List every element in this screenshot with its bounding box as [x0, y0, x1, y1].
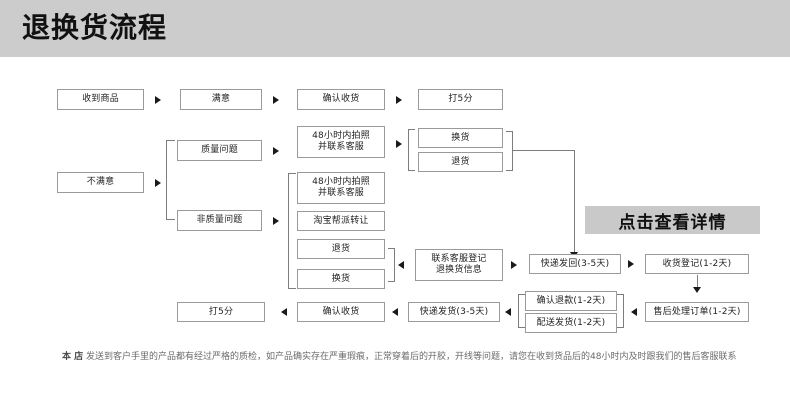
footer-note-text: 发送到客户手里的产品都有经过严格的质检，如产品确实存在严重瑕痕，正常穿着后的开胶…: [83, 352, 737, 362]
exchange-return-bracket: [408, 129, 415, 171]
arrow-right-icon: [155, 179, 161, 187]
connector-line: [697, 275, 698, 288]
arrow-right-icon: [511, 261, 517, 269]
arrow-left-icon: [631, 308, 637, 316]
nonquality-merge-bracket: [388, 248, 395, 282]
refund-delivery-merge-bracket: [518, 294, 525, 328]
node-non-quality-issue[interactable]: 非质量问题: [177, 210, 262, 231]
arrow-right-icon: [628, 260, 634, 268]
node-receipt-registration[interactable]: 收货登记(1-2天): [645, 254, 749, 274]
arrow-left-icon: [505, 308, 511, 316]
node-rate-five-top[interactable]: 打5分: [418, 89, 503, 110]
header-band: [0, 0, 790, 57]
node-after-sales-order[interactable]: 售后处理订单(1-2天): [645, 302, 749, 322]
arrow-right-icon: [273, 96, 279, 104]
node-received-goods[interactable]: 收到商品: [57, 89, 144, 110]
node-dissatisfied[interactable]: 不满意: [57, 172, 144, 193]
node-confirm-refund[interactable]: 确认退款(1-2天): [525, 291, 617, 311]
arrow-left-icon: [392, 308, 398, 316]
footer-note-lead: 本 店: [62, 352, 84, 362]
node-taobao-group-transfer[interactable]: 淘宝帮派转让: [297, 211, 385, 231]
node-satisfied[interactable]: 满意: [180, 89, 262, 110]
node-rate-five-bottom[interactable]: 打5分: [177, 302, 265, 322]
connector-line: [574, 150, 575, 253]
arrow-right-icon: [273, 147, 279, 155]
connector-line: [512, 150, 574, 151]
node-return-quality[interactable]: 退货: [418, 152, 503, 172]
node-photo-contact-service-nonquality[interactable]: 48小时内拍照 并联系客服: [297, 172, 385, 204]
view-details-banner[interactable]: 点击查看详情: [585, 206, 760, 234]
refund-delivery-bracket: [617, 294, 624, 328]
arrow-left-icon: [398, 261, 404, 269]
arrow-left-icon: [281, 308, 287, 316]
node-confirm-receipt-top[interactable]: 确认收货: [297, 89, 385, 110]
node-contact-service-register[interactable]: 联系客服登记 退换货信息: [415, 249, 503, 281]
node-photo-contact-service-quality[interactable]: 48小时内拍照 并联系客服: [297, 126, 385, 158]
node-exchange-quality[interactable]: 换货: [418, 128, 503, 148]
exchange-return-merge-bracket: [506, 131, 513, 171]
branch-bracket-quality: [166, 140, 175, 220]
node-return-nonquality[interactable]: 退货: [297, 239, 385, 259]
node-quality-issue[interactable]: 质量问题: [177, 140, 262, 161]
arrow-right-icon: [273, 217, 279, 225]
node-courier-shipment[interactable]: 快递发货(3-5天): [408, 302, 500, 322]
arrow-down-icon: [693, 287, 701, 293]
arrow-right-icon: [396, 96, 402, 104]
node-delivery-shipment[interactable]: 配送发货(1-2天): [525, 313, 617, 333]
node-courier-return[interactable]: 快递发回(3-5天): [529, 254, 621, 274]
node-exchange-nonquality[interactable]: 换货: [297, 269, 385, 289]
page-title: 退换货流程: [22, 11, 168, 44]
arrow-right-icon: [396, 140, 402, 148]
node-confirm-receipt-bottom[interactable]: 确认收货: [297, 302, 385, 322]
non-quality-branch-bracket: [288, 173, 296, 289]
footer-note: 本 店 发送到客户手里的产品都有经过严格的质检，如产品确实存在严重瑕痕，正常穿着…: [62, 349, 762, 365]
arrow-right-icon: [155, 96, 161, 104]
